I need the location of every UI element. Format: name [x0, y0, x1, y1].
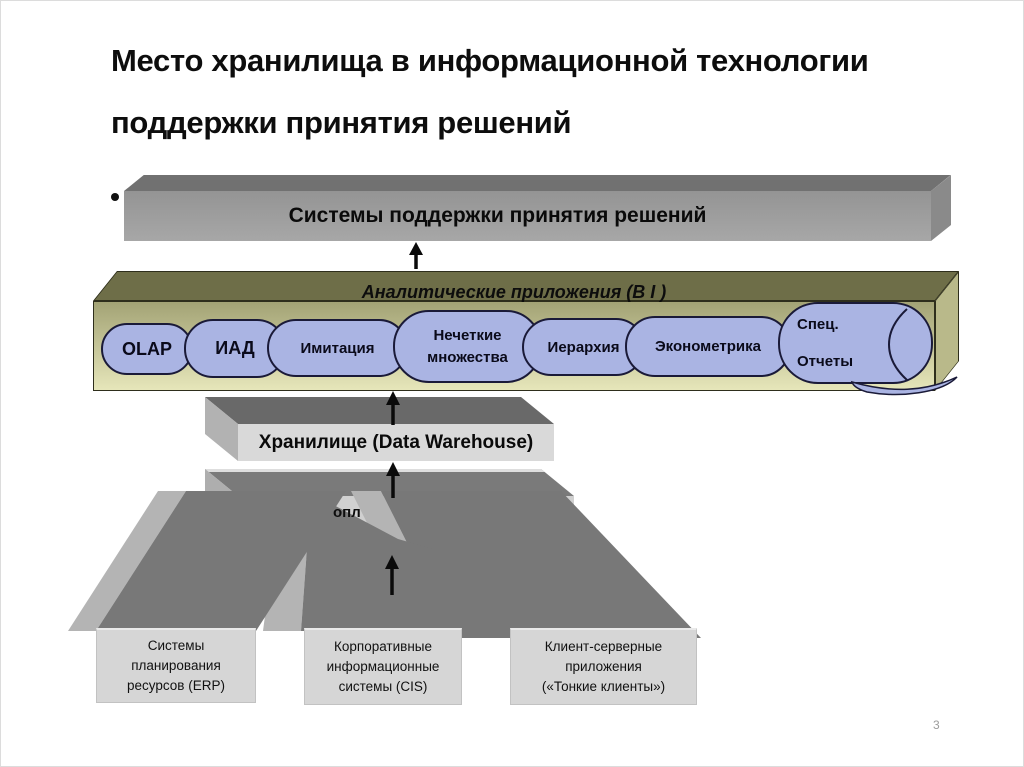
- tool-label: OLAP: [121, 338, 172, 359]
- arrow-up-to-dss: [409, 242, 423, 269]
- tool-label: Иерархия: [547, 338, 620, 356]
- warehouse-box: [238, 424, 554, 461]
- tool-label: ИАД: [215, 338, 255, 358]
- tool-scroll-olap: OLAP: [101, 323, 193, 375]
- dss-bar: [124, 191, 931, 241]
- staging-box-top-face: [205, 469, 574, 496]
- tool-label-line2: множества: [427, 348, 508, 366]
- page-number: 3: [933, 718, 940, 732]
- staging-box-label-fragment: опл: [333, 504, 361, 521]
- warehouse-box-top-face: [205, 397, 554, 424]
- source-label-line2: планирования: [131, 658, 221, 673]
- dss-bar-label: Системы поддержки принятия решений: [288, 204, 707, 227]
- tool-label-line2: Отчеты: [797, 353, 854, 370]
- analytics-box-label: Аналитические приложения (B I ): [361, 282, 667, 302]
- source-label-line3: ресурсов (ERP): [127, 678, 225, 693]
- tool-scroll-hierarchy: Иерархия: [522, 318, 645, 376]
- source-label-line3: системы (CIS): [338, 679, 428, 694]
- source-box-cis: Корпоративные информационные системы (CI…: [304, 628, 462, 705]
- tool-scroll-imitation: Имитация: [267, 319, 408, 377]
- tool-scroll-special-reports: Спец. Отчеты: [778, 302, 933, 384]
- arrow-up-to-staging: [385, 555, 399, 595]
- slide-title-line2: поддержки принятия решений: [111, 105, 572, 140]
- tool-label: Эконометрика: [655, 338, 761, 355]
- source-label-line2: приложения: [565, 659, 642, 674]
- tool-scroll-fuzzy-sets: Нечеткие множества: [393, 310, 542, 383]
- dss-bar-top-face: [124, 175, 951, 191]
- warehouse-box-label: Хранилище (Data Warehouse): [258, 432, 534, 453]
- source-label-line2: информационные: [326, 659, 440, 674]
- tool-label-line1: Спец.: [797, 316, 839, 333]
- tool-label-line1: Нечеткие: [433, 326, 502, 344]
- tool-scroll-econometrics: Эконометрика: [625, 316, 791, 377]
- erp-prism-side-face: [68, 491, 186, 631]
- source-label-line3: («Тонкие клиенты»): [541, 679, 666, 694]
- source-box-client-server: Клиент-серверные приложения («Тонкие кли…: [510, 628, 697, 705]
- slide-title-line1: Место хранилища в информационной техноло…: [111, 43, 869, 78]
- source-label-line1: Клиент-серверные: [544, 639, 663, 654]
- source-label-line1: Системы: [147, 638, 205, 653]
- source-box-erp: Системы планирования ресурсов (ERP): [96, 628, 256, 703]
- bullet-marker: [111, 193, 119, 201]
- tool-label: Имитация: [300, 339, 375, 357]
- source-label-line1: Корпоративные: [334, 639, 432, 654]
- staging-box: [238, 496, 574, 559]
